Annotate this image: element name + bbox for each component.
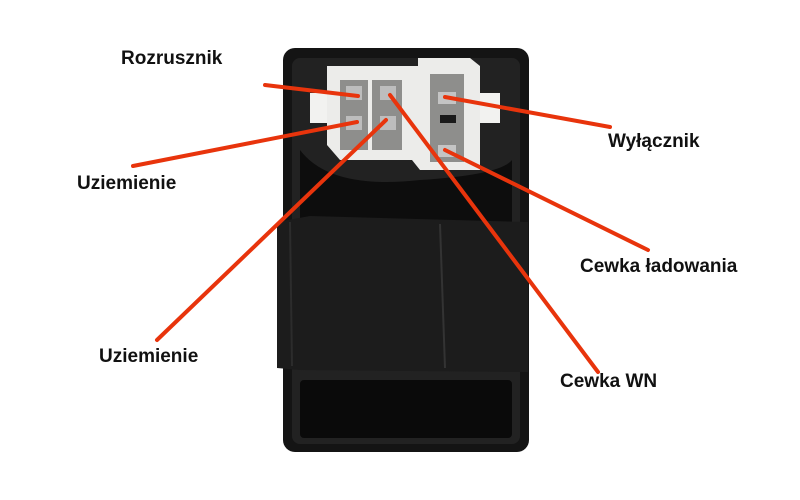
connector — [310, 58, 500, 170]
label-starter: Rozrusznik — [121, 48, 223, 69]
tape-wrap — [277, 216, 528, 372]
label-ground-1: Uziemienie — [77, 173, 177, 194]
label-switch: Wyłącznik — [608, 131, 700, 152]
leader-line-starter — [263, 83, 360, 98]
leader-line-hv-coil — [388, 93, 600, 374]
label-ground-2: Uziemienie — [99, 346, 199, 367]
leader-line-switch — [443, 95, 612, 129]
leader-line-ground-2 — [155, 118, 388, 342]
leader-line-ground-1 — [131, 120, 359, 168]
label-charging-coil: Cewka ładowania — [580, 256, 738, 277]
label-hv-coil: Cewka WN — [560, 371, 658, 392]
leader-line-charging-coil — [443, 148, 650, 252]
